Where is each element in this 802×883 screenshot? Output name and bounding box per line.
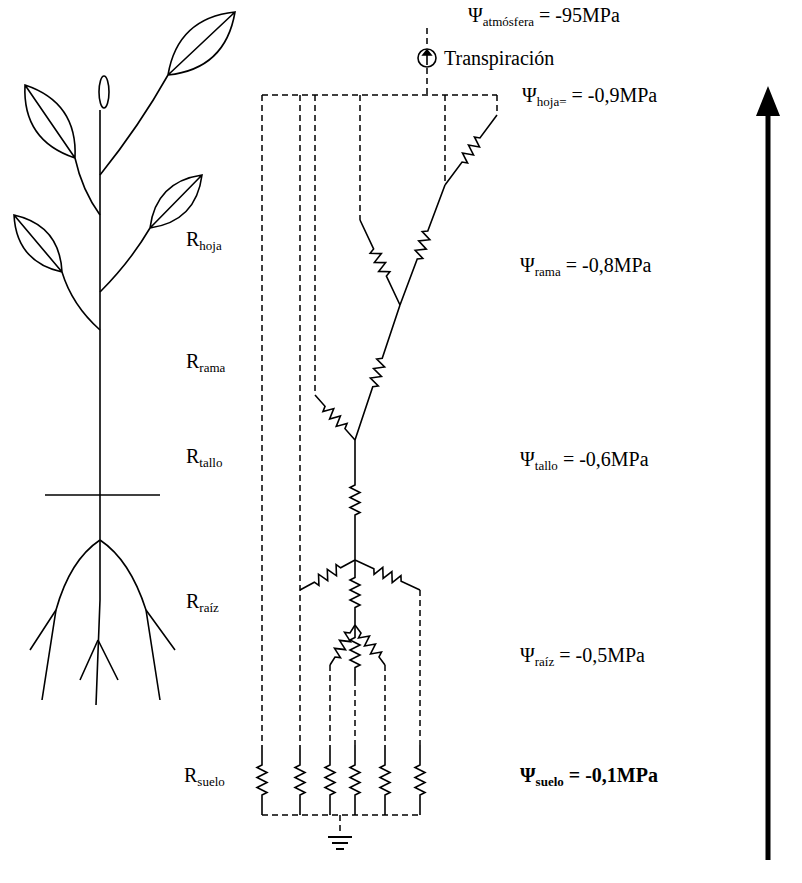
plant-stem [99, 110, 101, 495]
value: = -0,8MPa [561, 254, 652, 276]
subscript: tallo [535, 458, 558, 473]
subscript: hoja [199, 238, 221, 253]
resistor-symbol [350, 625, 360, 680]
plant-root [96, 495, 100, 705]
subscript: hoja= [537, 94, 567, 109]
symbol: R [186, 445, 199, 467]
resistor-symbol [360, 220, 400, 305]
potential-label: Ψtallo = -0,6MPa [520, 448, 649, 473]
resistor-symbol [400, 185, 445, 305]
resistor-symbol [355, 305, 400, 440]
resistance-label: Rrama [186, 350, 225, 375]
dashed-wire [330, 590, 420, 745]
symbol: Ψ [520, 254, 535, 276]
resistance-label: Rsuelo [184, 764, 225, 789]
symbol: Ψ [520, 644, 535, 666]
subscript: rama [535, 264, 561, 279]
resistor-symbol [315, 395, 355, 440]
gradient-arrow [756, 86, 780, 860]
value: = -0,5MPa [554, 644, 645, 666]
potential-label: Ψraíz = -0,5MPa [520, 644, 645, 669]
dashed-wire [262, 94, 497, 96]
dashed-wire [299, 95, 301, 745]
resistor-symbol [325, 745, 335, 815]
resistor-symbol [257, 745, 267, 815]
plant-branch [75, 158, 100, 215]
plant-leaf [168, 12, 235, 75]
resistance-label: Rraíz [186, 590, 219, 615]
gradient-arrowhead [756, 86, 780, 116]
subscript: atmósfera [483, 14, 534, 29]
resistor-symbol [355, 625, 385, 665]
subscript: tallo [199, 455, 222, 470]
potential-label: Ψatmósfera = -95MPa [468, 4, 620, 29]
subscript: suelo [197, 774, 224, 789]
resistor-symbol [380, 745, 390, 815]
value: = -0,1MPa [564, 764, 658, 786]
plant-branch [100, 75, 168, 175]
subscript: raíz [199, 600, 218, 615]
resistor-symbol [415, 745, 425, 815]
ground-symbol [328, 837, 352, 849]
plant-leaf [14, 215, 62, 272]
symbol: R [186, 590, 199, 612]
resistor-symbol [350, 560, 360, 625]
resistor-symbol [300, 560, 355, 590]
current-source-arrow [423, 50, 431, 55]
dashed-wire [314, 95, 316, 395]
dashed-wire [426, 28, 428, 48]
symbol: R [184, 764, 197, 786]
resistor-symbol [355, 560, 420, 590]
subscript: rama [199, 360, 225, 375]
subscript: raíz [535, 654, 554, 669]
value: = -0,6MPa [558, 448, 649, 470]
dashed-wires [262, 28, 497, 835]
symbol: Ψ [468, 4, 483, 26]
symbol: R [186, 350, 199, 372]
potential-label: Ψhoja= = -0,9MPa [522, 84, 657, 109]
plant-branch [62, 272, 100, 330]
resistance-label: Rtallo [186, 445, 222, 470]
soil-line [45, 494, 160, 496]
transpiration-source [418, 49, 436, 67]
potential-label: Ψrama = -0,8MPa [520, 254, 651, 279]
plant-root [100, 540, 160, 700]
plant-leaf [25, 85, 75, 158]
subscript: suelo [536, 774, 564, 789]
dashed-wire [444, 95, 446, 185]
resistor-symbol [350, 745, 360, 815]
symbol: Ψ [520, 764, 536, 786]
gradient-arrow [766, 112, 771, 860]
dashed-wire [359, 95, 361, 220]
value: = -0,9MPa [566, 84, 657, 106]
flow-label: Transpiración [444, 47, 554, 69]
symbol: Ψ [520, 448, 535, 470]
potential-label: Ψsuelo = -0,1MPa [520, 764, 658, 789]
ground-symbol [328, 837, 352, 849]
plant-root [30, 610, 175, 680]
resistor-symbol [445, 115, 497, 185]
plant-root [42, 540, 100, 700]
symbol: Ψ [522, 84, 537, 106]
resistor-symbol [295, 745, 305, 815]
dashed-wire [426, 68, 428, 95]
dashed-wire [262, 815, 420, 835]
resistor-symbol [350, 440, 360, 560]
resistance-label: Rhoja [186, 228, 222, 253]
plant-drawing [30, 75, 175, 705]
resistor-network [257, 115, 497, 815]
plant-branch [100, 228, 150, 292]
plant-leaf [150, 175, 202, 228]
symbol: R [186, 228, 199, 250]
dashed-wire [261, 95, 263, 745]
plant-leaves [14, 12, 235, 272]
plant-bud [99, 76, 109, 108]
value: = -95MPa [534, 4, 620, 26]
dashed-wire [496, 95, 498, 115]
current-source-symbol [418, 49, 436, 67]
